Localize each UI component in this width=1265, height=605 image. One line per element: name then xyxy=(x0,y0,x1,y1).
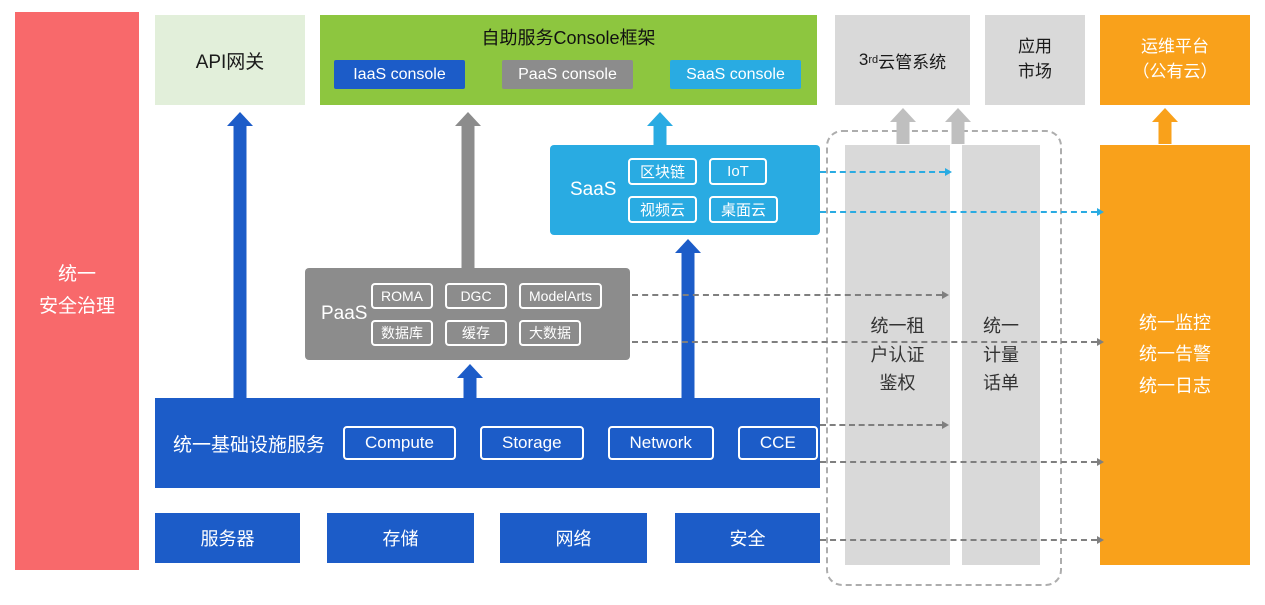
hardware-security-box: 安全 xyxy=(675,513,820,563)
infra-service-storage: Storage xyxy=(479,426,584,460)
paas-service-bigdata: 大数据 xyxy=(519,319,581,346)
arrow-auth-to-third-party-icon xyxy=(889,108,917,144)
security-governance-bar: 统一 安全治理 xyxy=(15,12,139,570)
infrastructure-service-row: Compute Storage Network CCE xyxy=(343,426,818,460)
third-party-label-prefix: 3 xyxy=(858,50,869,69)
shared-services-dashed-group xyxy=(826,130,1062,586)
dashed-line-saas-to-monitor-icon xyxy=(820,208,1104,216)
dashed-line-paas-to-monitor-icon xyxy=(632,338,1104,346)
saas-service-iot: IoT xyxy=(709,157,768,185)
paas-service-grid: ROMA DGC ModelArts 数据库 缓存 大数据 xyxy=(371,282,603,346)
app-market-box: 应用 市场 xyxy=(985,15,1085,105)
paas-console-chip: PaaS console xyxy=(502,60,633,89)
infrastructure-layer-box: 统一基础设施服务 Compute Storage Network CCE xyxy=(155,398,820,488)
paas-service-modelarts: ModelArts xyxy=(519,282,603,309)
metering-billing-bar: 统一 计量 话单 xyxy=(962,145,1040,565)
paas-service-cache: 缓存 xyxy=(445,319,507,346)
saas-label: SaaS xyxy=(570,179,617,200)
tenant-auth-bar: 统一租 户认证 鉴权 xyxy=(845,145,950,565)
dashed-line-infra-to-monitor-icon xyxy=(820,458,1104,466)
hardware-server-box: 服务器 xyxy=(155,513,300,563)
saas-console-chip: SaaS console xyxy=(670,60,801,89)
third-party-label-sup: rd xyxy=(868,54,879,66)
arrow-infra-to-saas-icon xyxy=(674,239,702,398)
arrow-monitor-to-om-platform-icon xyxy=(1151,108,1179,144)
infra-service-compute: Compute xyxy=(343,426,456,460)
api-gateway-box: API网关 xyxy=(155,15,305,105)
arrow-billing-to-third-party-icon xyxy=(944,108,972,144)
saas-service-grid: 区块链 IoT 视频云 桌面云 xyxy=(628,157,779,223)
hardware-network-box: 网络 xyxy=(500,513,647,563)
om-platform-box: 运维平台 （公有云） xyxy=(1100,15,1250,105)
arrow-infra-to-paas-icon xyxy=(456,364,484,398)
hardware-storage-box: 存储 xyxy=(327,513,474,563)
dashed-line-paas-to-auth-icon xyxy=(632,291,949,299)
monitoring-alarm-log-bar: 统一监控 统一告警 统一日志 xyxy=(1100,145,1250,565)
saas-service-blockchain: 区块链 xyxy=(628,157,698,185)
console-frame-box: 自助服务Console框架 IaaS console PaaS console … xyxy=(320,15,817,105)
third-party-label-suffix: 云管系统 xyxy=(878,52,947,72)
arrow-paas-to-console-icon xyxy=(454,112,482,268)
paas-service-database: 数据库 xyxy=(371,319,433,346)
infra-service-cce: CCE xyxy=(737,426,818,460)
dashed-line-infra-to-auth-icon xyxy=(820,421,949,429)
infrastructure-label: 统一基础设施服务 xyxy=(173,434,326,456)
paas-layer-box: PaaS ROMA DGC ModelArts 数据库 缓存 大数据 xyxy=(305,268,630,360)
paas-service-roma: ROMA xyxy=(371,282,433,309)
console-chip-row: IaaS console PaaS console SaaS console xyxy=(320,50,817,89)
saas-service-video-cloud: 视频云 xyxy=(628,195,698,223)
paas-label: PaaS xyxy=(321,303,368,324)
iaas-console-chip: IaaS console xyxy=(334,60,465,89)
dashed-line-saas-to-auth-icon xyxy=(820,168,952,176)
paas-service-dgc: DGC xyxy=(445,282,507,309)
dashed-line-hardware-to-monitor-icon xyxy=(820,536,1104,544)
saas-service-desktop-cloud: 桌面云 xyxy=(709,195,779,223)
console-frame-title: 自助服务Console框架 xyxy=(481,28,656,48)
infra-service-network: Network xyxy=(607,426,714,460)
saas-layer-box: SaaS 区块链 IoT 视频云 桌面云 xyxy=(550,145,820,235)
arrow-saas-to-console-icon xyxy=(646,112,674,145)
arrow-infra-to-api-gateway-icon xyxy=(226,112,254,398)
